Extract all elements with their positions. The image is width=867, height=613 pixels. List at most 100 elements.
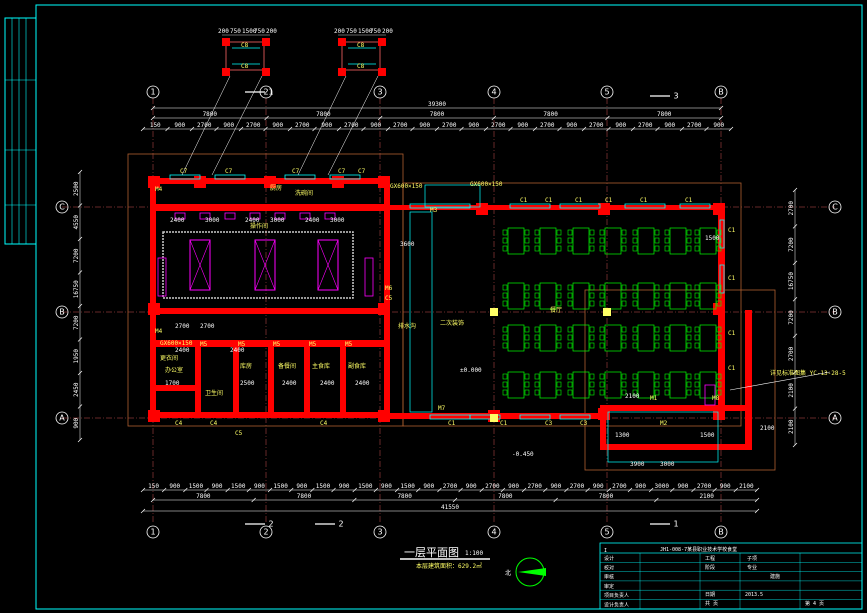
dim-bottom-detail-tick <box>754 487 760 493</box>
window-detail-tag: C8 <box>357 63 365 70</box>
chair <box>599 245 605 252</box>
title-block-field: 共 页 <box>705 600 718 607</box>
interior-dimension: 2400 <box>282 380 297 387</box>
dim-bottom-detail-tick <box>733 487 739 493</box>
chair <box>654 326 660 333</box>
window-detail-column <box>222 68 230 76</box>
window <box>169 174 201 180</box>
chair <box>694 326 700 333</box>
dining-table-set <box>599 371 627 399</box>
window-detail-column <box>262 38 270 46</box>
dining-table-set <box>664 227 692 255</box>
dim-bottom-detail-tick <box>606 487 612 493</box>
window-detail-tag: C8 <box>241 63 249 70</box>
dim-bottom-detail-tick <box>500 487 506 493</box>
chair <box>694 284 700 291</box>
dim-bottom-detail-tick <box>288 487 294 493</box>
chair <box>664 229 670 236</box>
chair <box>556 229 562 236</box>
axis-bubble <box>600 85 614 99</box>
chair <box>716 284 722 291</box>
chair <box>664 284 670 291</box>
dim-top-bays-text: 7800 <box>543 111 558 118</box>
axis-bubble-label: C <box>832 203 838 212</box>
chair <box>589 334 595 341</box>
dining-table-set <box>664 282 692 310</box>
room-label: 卫生间 <box>205 389 223 397</box>
column <box>378 410 390 422</box>
chair <box>694 381 700 388</box>
dining-table <box>507 282 525 310</box>
dim-top-detail-tick <box>630 126 636 132</box>
axis-bubble <box>55 200 69 214</box>
dim-top-detail-text: 2700 <box>393 122 408 129</box>
dim-top-detail-text: 150 <box>150 122 161 129</box>
chair <box>716 389 722 396</box>
dim-top-bays-text: 7800 <box>430 111 445 118</box>
dim-top-detail-tick <box>434 126 440 132</box>
door-label: M4 <box>155 186 163 193</box>
window-label: C1 <box>640 197 648 204</box>
dim-bottom-detail-tick <box>458 487 463 493</box>
axis-bubble-label: B <box>718 528 724 537</box>
note-label: GX600×150 <box>390 183 423 190</box>
dining-table <box>699 371 717 399</box>
chair <box>534 292 540 299</box>
chair <box>654 292 660 299</box>
chair <box>664 245 670 252</box>
window <box>509 203 551 209</box>
chair <box>632 389 638 396</box>
dim-bottom-detail-tick <box>585 487 590 493</box>
chair <box>524 245 530 252</box>
dim-bottom-total-tick <box>754 508 760 514</box>
chair <box>556 300 562 307</box>
chair <box>694 237 700 244</box>
wall-wc-partition <box>150 385 195 391</box>
chair <box>502 381 508 388</box>
dining-table-set <box>632 371 660 399</box>
chair <box>716 237 722 244</box>
chair <box>686 229 692 236</box>
dim-bottom-detail-text: 1500 <box>358 483 373 490</box>
chair <box>524 300 530 307</box>
chair <box>621 326 627 333</box>
dim-bottom-bays-tick <box>352 497 357 503</box>
chair <box>664 373 670 380</box>
title-block-row-label: 设计负责人 <box>604 602 629 609</box>
chair <box>567 284 573 291</box>
door-label: M5 <box>200 341 208 348</box>
chair <box>567 381 573 388</box>
chair <box>694 389 700 396</box>
chair <box>686 389 692 396</box>
chair <box>502 334 508 341</box>
dim-left-tick <box>77 169 83 175</box>
dining-table <box>507 324 525 352</box>
chair <box>502 284 508 291</box>
column <box>378 176 390 188</box>
dim-bottom-detail-tick <box>204 487 209 493</box>
dining-table <box>699 227 717 255</box>
axis-bubble-label: 2 <box>263 88 268 97</box>
chair <box>654 373 660 380</box>
chair <box>567 300 573 307</box>
chair <box>716 245 722 252</box>
dim-top-detail-text: 900 <box>713 122 724 129</box>
dim-bottom-detail-tick <box>543 487 548 493</box>
dining-table-set <box>534 371 562 399</box>
chair <box>534 334 540 341</box>
dim-right-tick <box>792 333 798 338</box>
chair <box>534 389 540 396</box>
dim-bottom-detail-text: 900 <box>677 483 688 490</box>
chair <box>524 342 530 349</box>
annex-steps <box>607 411 719 463</box>
axis-bubble-label: 4 <box>491 528 496 537</box>
title-block-row-label: 校对 <box>604 564 614 571</box>
window-detail-dim: 750 <box>370 28 381 35</box>
dim-top-detail-tick <box>263 126 268 132</box>
window-label: C3 <box>545 420 553 427</box>
chair <box>694 342 700 349</box>
window-label: C1 <box>728 275 736 282</box>
axis-bubble-label: C <box>59 203 65 212</box>
